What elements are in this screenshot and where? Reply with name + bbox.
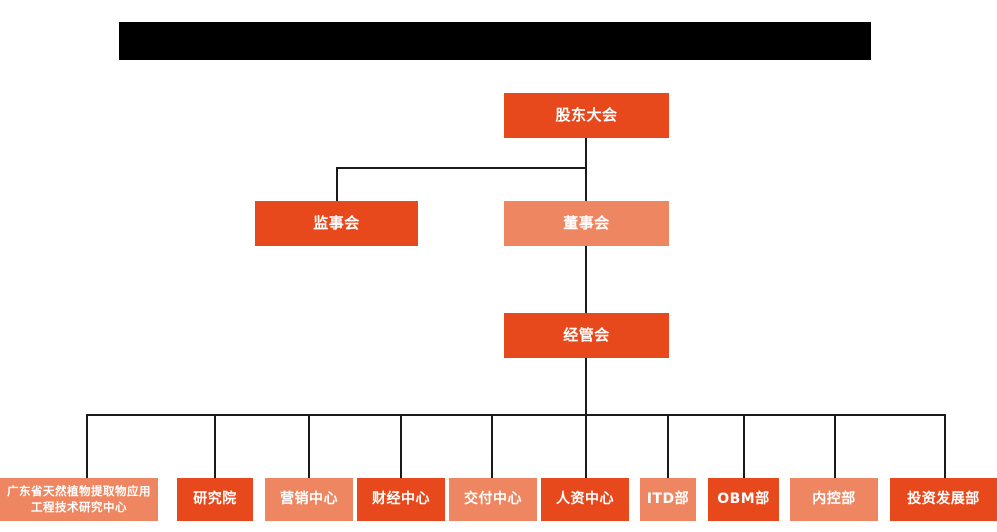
edge-directors-management — [585, 246, 587, 313]
edge-drop-dept-05 — [491, 414, 493, 478]
edge-drop-dept-06 — [585, 414, 587, 478]
node-dept-08-label: OBM部 — [717, 491, 770, 508]
edge-drop-dept-08 — [743, 414, 745, 478]
node-supervisors[interactable]: 监事会 — [255, 201, 418, 246]
edge-to-supervisors — [336, 167, 338, 201]
edge-drop-dept-02 — [214, 414, 216, 478]
node-dept-02[interactable]: 研究院 — [177, 478, 253, 521]
edge-drop-dept-03 — [308, 414, 310, 478]
node-dept-07[interactable]: ITD部 — [640, 478, 696, 521]
node-shareholders-label: 股东大会 — [555, 106, 618, 125]
node-dept-03-label: 营销中心 — [280, 491, 338, 508]
edge-drop-dept-10 — [944, 414, 946, 478]
node-dept-10[interactable]: 投资发展部 — [890, 478, 997, 521]
node-management-label: 经管会 — [563, 326, 610, 345]
node-dept-05[interactable]: 交付中心 — [449, 478, 537, 521]
node-dept-04-label: 财经中心 — [372, 491, 430, 508]
node-dept-10-label: 投资发展部 — [907, 491, 980, 508]
edge-to-directors — [585, 167, 587, 201]
edge-drop-dept-01 — [86, 414, 88, 478]
node-dept-03[interactable]: 营销中心 — [265, 478, 353, 521]
node-dept-02-label: 研究院 — [193, 491, 237, 508]
node-dept-01[interactable]: 广东省天然植物提取物应用工程技术研究中心 — [0, 478, 158, 521]
node-management[interactable]: 经管会 — [504, 313, 669, 358]
node-dept-09-label: 内控部 — [812, 491, 856, 508]
node-dept-08[interactable]: OBM部 — [708, 478, 779, 521]
node-supervisors-label: 监事会 — [313, 214, 360, 233]
node-dept-04[interactable]: 财经中心 — [357, 478, 445, 521]
node-directors-label: 董事会 — [563, 214, 610, 233]
redacted-title-text — [119, 22, 871, 60]
node-dept-05-label: 交付中心 — [464, 491, 522, 508]
edge-management-stem — [585, 358, 587, 416]
edge-drop-dept-07 — [667, 414, 669, 478]
edge-departments-bus — [86, 414, 945, 416]
edge-shareholders-stem — [585, 138, 587, 169]
node-dept-01-label: 广东省天然植物提取物应用工程技术研究中心 — [7, 483, 151, 514]
node-directors[interactable]: 董事会 — [504, 201, 669, 246]
node-dept-09[interactable]: 内控部 — [790, 478, 878, 521]
node-dept-07-label: ITD部 — [646, 491, 690, 508]
node-dept-06[interactable]: 人资中心 — [541, 478, 629, 521]
node-dept-06-label: 人资中心 — [556, 491, 614, 508]
redacted-title-banner — [119, 22, 871, 60]
edge-drop-dept-09 — [834, 414, 836, 478]
edge-level2-bus — [336, 167, 587, 169]
edge-drop-dept-04 — [400, 414, 402, 478]
node-shareholders[interactable]: 股东大会 — [504, 93, 669, 138]
